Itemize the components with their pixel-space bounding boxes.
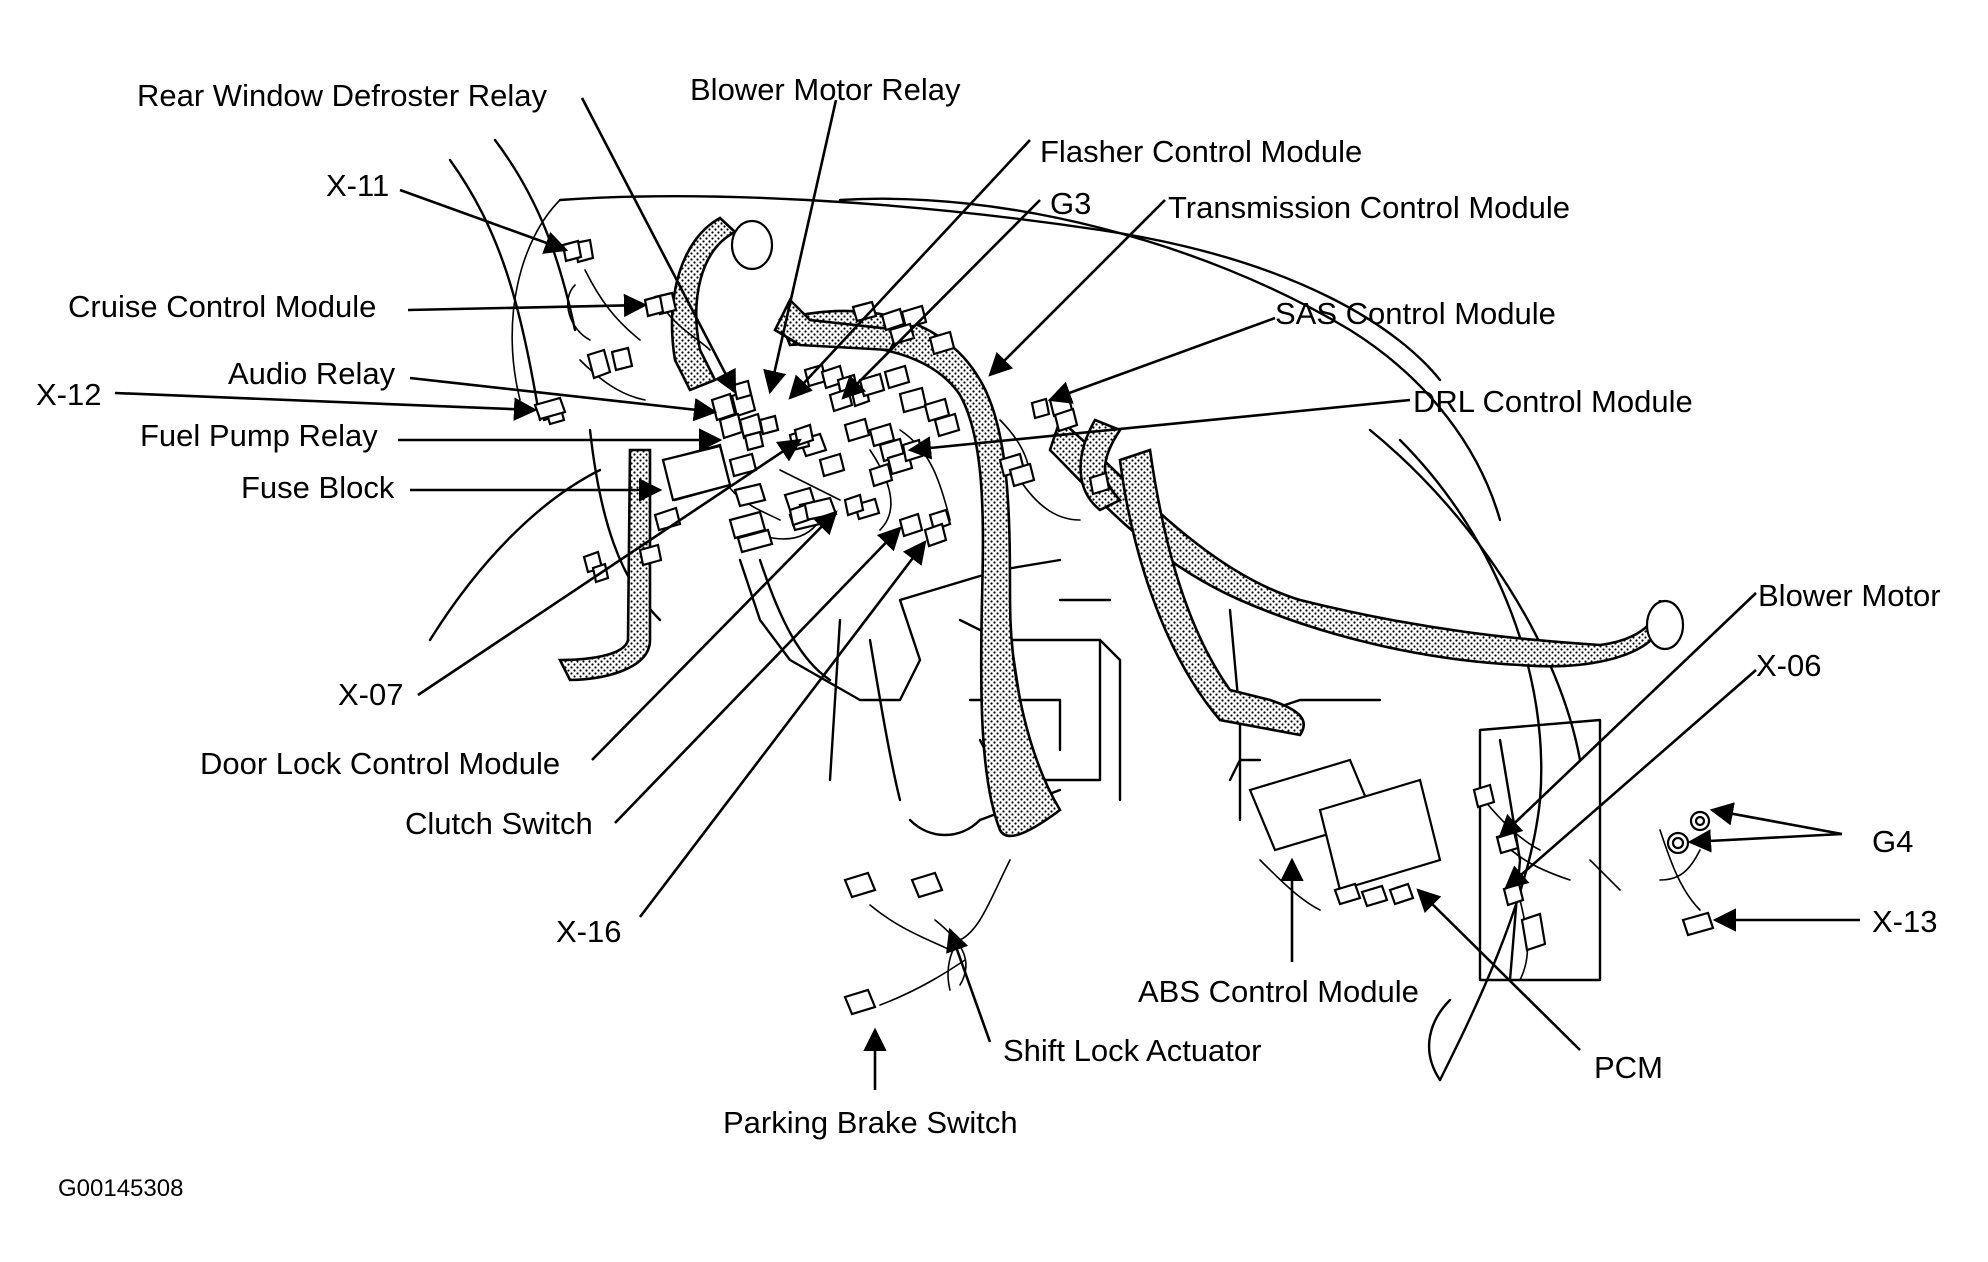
label-transmission-control-module: Transmission Control Module [1168, 190, 1570, 225]
steering-column-blocks [738, 558, 1602, 982]
component-labels: Rear Window Defroster Relay Blower Motor… [36, 72, 1941, 1202]
leader-lines [114, 97, 1860, 1090]
label-x13: X-13 [1872, 904, 1937, 939]
label-g3: G3 [1050, 186, 1091, 221]
label-blower-motor: Blower Motor [1758, 578, 1941, 613]
label-g4: G4 [1872, 824, 1913, 859]
label-x12: X-12 [36, 377, 101, 412]
dashboard-outline [428, 138, 1582, 1082]
label-x07: X-07 [338, 677, 403, 712]
connectors [533, 238, 1715, 1016]
label-door-lock-control-module: Door Lock Control Module [200, 746, 560, 781]
label-x06: X-06 [1756, 648, 1821, 683]
label-flasher-control-module: Flasher Control Module [1040, 134, 1362, 169]
label-abs-control-module: ABS Control Module [1138, 974, 1419, 1009]
label-sas-control-module: SAS Control Module [1275, 296, 1556, 331]
label-parking-brake-switch: Parking Brake Switch [723, 1105, 1018, 1140]
label-rear-window-defroster-relay: Rear Window Defroster Relay [137, 78, 548, 113]
label-x16: X-16 [556, 914, 621, 949]
figure-code: G00145308 [58, 1175, 183, 1202]
label-x11: X-11 [326, 168, 389, 203]
label-audio-relay: Audio Relay [228, 356, 396, 391]
label-fuel-pump-relay: Fuel Pump Relay [140, 418, 378, 453]
label-drl-control-module: DRL Control Module [1413, 384, 1693, 419]
label-blower-motor-relay: Blower Motor Relay [690, 72, 961, 107]
label-cruise-control-module: Cruise Control Module [68, 289, 376, 324]
label-pcm: PCM [1594, 1050, 1663, 1085]
label-clutch-switch: Clutch Switch [405, 806, 593, 841]
label-shift-lock-actuator: Shift Lock Actuator [1003, 1033, 1261, 1068]
label-fuse-block: Fuse Block [241, 470, 395, 505]
wires [566, 269, 1701, 1006]
